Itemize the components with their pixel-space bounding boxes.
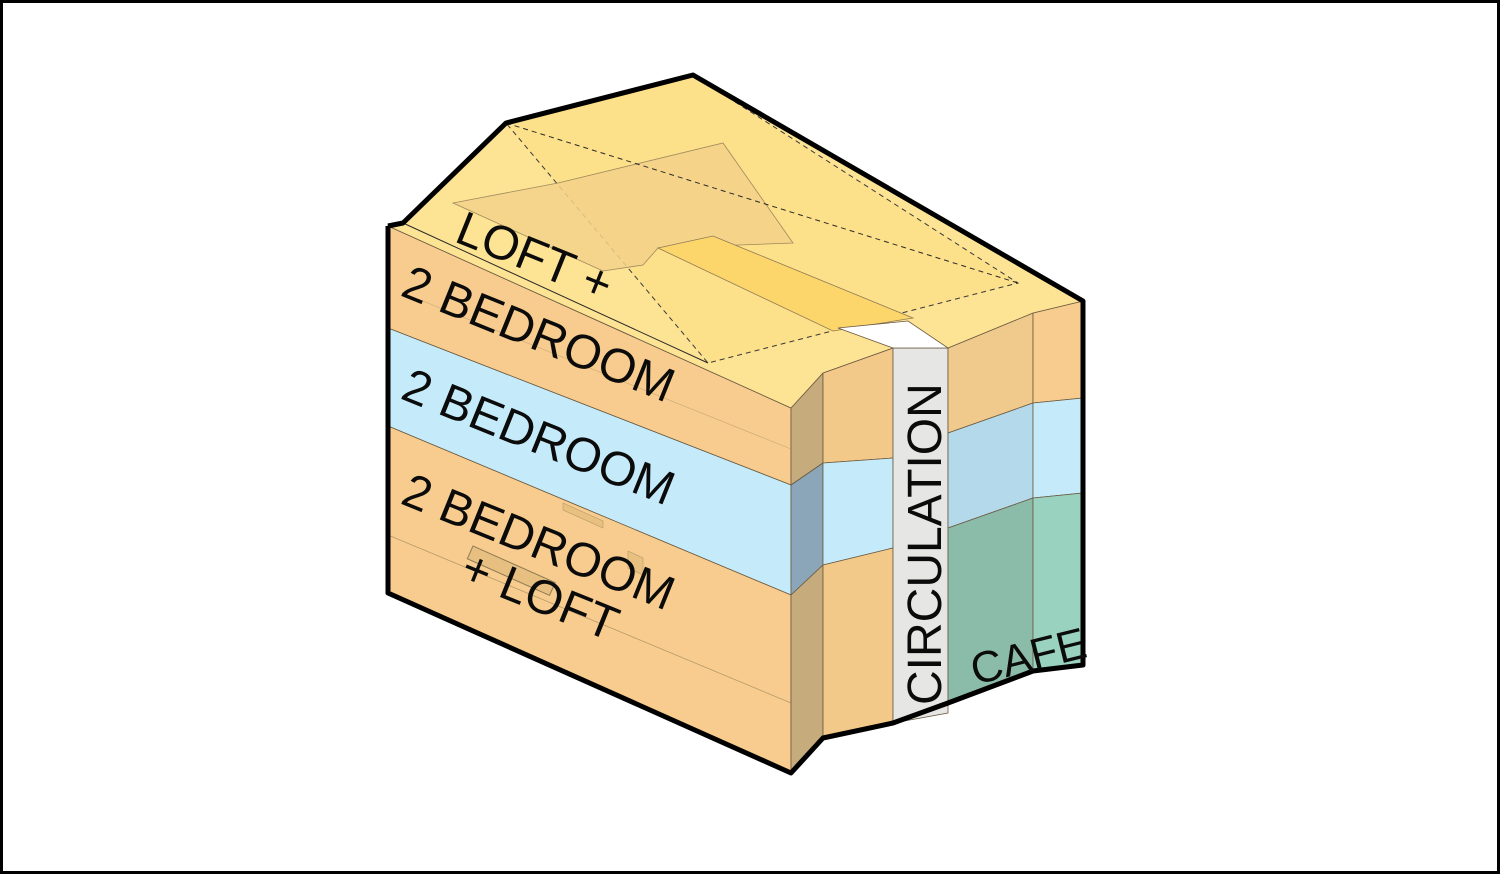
right-facade-lower (822, 547, 894, 739)
roof-skylight (656, 235, 915, 332)
label-circulation: CIRCULATION (899, 383, 952, 705)
loft-platform-ghost (466, 545, 556, 597)
building-outline (385, 72, 1086, 776)
end-facade-upper (1032, 300, 1084, 404)
right-facade-blue (822, 457, 894, 566)
end-facade-blue (1032, 397, 1084, 499)
building-massing-diagram: LOFT + 2 BEDROOM 2 BEDROOM 2 BEDROOM + L… (385, 72, 1091, 776)
label-circulation-group: CIRCULATION (899, 383, 952, 705)
roof-circulation-cap (837, 320, 950, 349)
